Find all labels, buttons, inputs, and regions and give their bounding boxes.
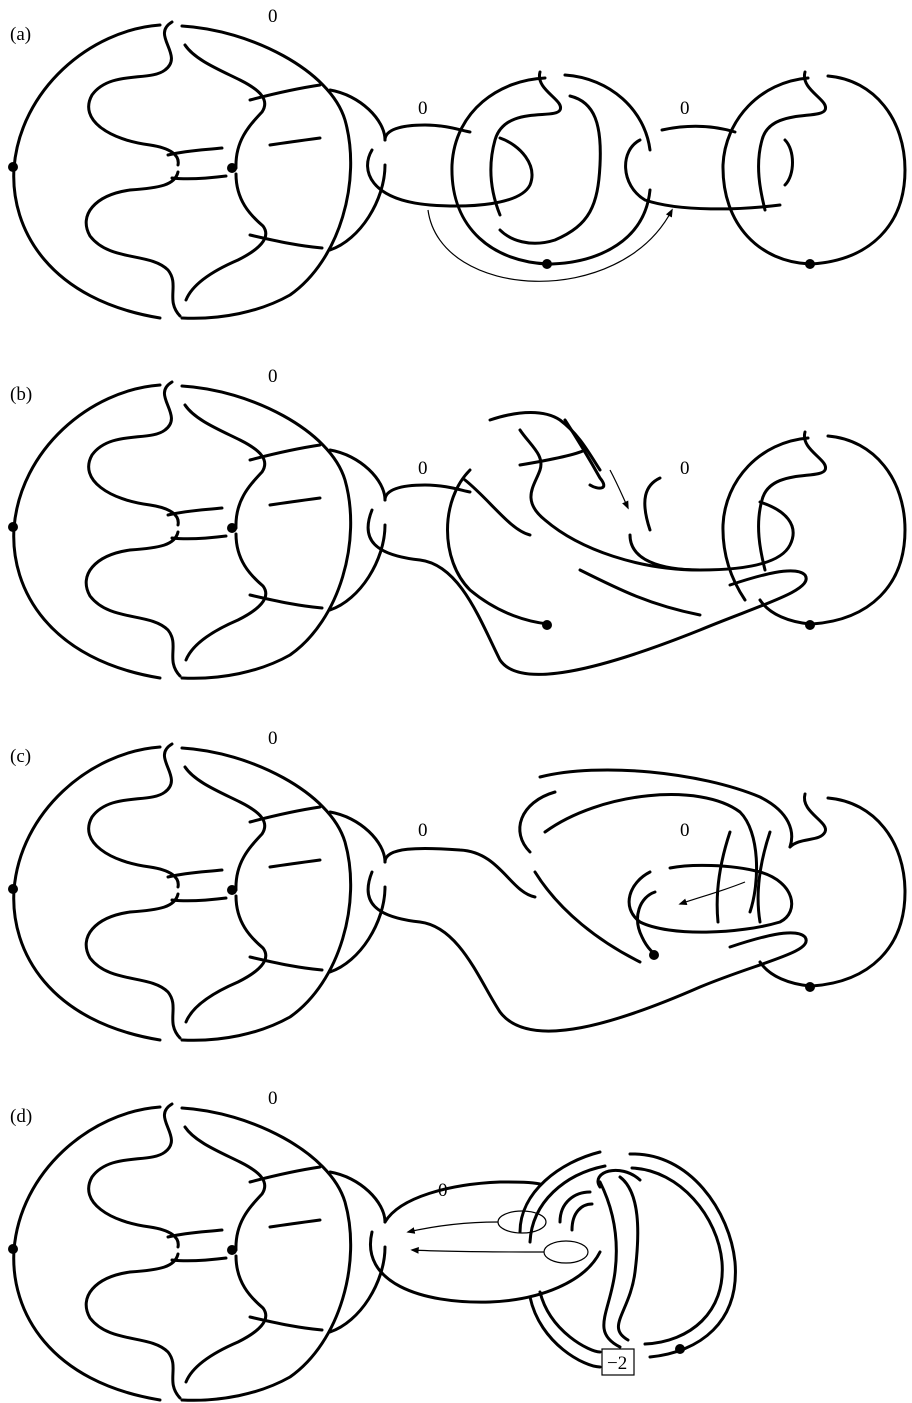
- panel-b-label: (b): [10, 384, 32, 405]
- dotted-circle-marker: [227, 885, 237, 895]
- dotted-circle-marker: [8, 1244, 18, 1254]
- knot-strand: [385, 848, 535, 897]
- knot-strand: [717, 832, 730, 922]
- panel-a: (a) 0 0 0: [8, 6, 905, 318]
- knot-strand: [618, 1177, 637, 1340]
- knot-strand: [662, 126, 735, 132]
- framing-label: 0: [418, 98, 428, 119]
- knot-strand: [520, 430, 700, 570]
- knot-strand: [629, 865, 792, 932]
- knot-strand: [630, 1154, 735, 1357]
- panel-c: (c) 0 0 0: [8, 728, 905, 1040]
- knot-strand: [572, 1204, 592, 1230]
- left-component: [14, 382, 351, 678]
- framing-label: 0: [680, 98, 690, 119]
- knot-strand: [520, 792, 555, 852]
- knot-strand: [385, 1182, 540, 1222]
- framing-label: 0: [268, 366, 278, 387]
- knot-strand: [330, 812, 385, 862]
- knot-strand: [330, 450, 385, 500]
- dotted-circle-marker: [8, 522, 18, 532]
- panel-a-label: (a): [10, 24, 31, 45]
- framing-label: 0: [680, 458, 690, 479]
- handle-slide-arrow: [408, 1222, 498, 1232]
- dotted-circle-marker: [542, 620, 552, 630]
- knot-strand: [552, 190, 650, 264]
- panel-b: (b) 0 0 0: [8, 366, 905, 678]
- knot-strand: [565, 75, 650, 150]
- knot-strand: [645, 478, 660, 530]
- knot-strand: [330, 887, 385, 972]
- handle-slide-arrow: [412, 1250, 544, 1252]
- linking-circle: [544, 1241, 588, 1263]
- knot-strand: [368, 872, 806, 1031]
- knot-strand: [580, 570, 700, 615]
- knot-strand: [759, 432, 826, 570]
- framing-label: 0: [418, 820, 428, 841]
- dotted-circle-marker: [805, 259, 815, 269]
- dotted-circle-marker: [805, 982, 815, 992]
- knot-strand: [465, 480, 530, 535]
- knot-strand: [330, 90, 385, 140]
- panel-c-label: (c): [10, 746, 31, 767]
- knot-strand: [491, 72, 561, 215]
- dotted-circle-marker: [805, 620, 815, 630]
- knot-strand: [368, 138, 532, 206]
- knot-strand: [600, 1182, 620, 1347]
- handle-slide-arrow: [610, 470, 628, 508]
- dotted-circle-marker: [542, 259, 552, 269]
- handle-slide-arrow: [680, 882, 745, 904]
- knot-strand: [630, 502, 793, 570]
- dotted-circle-marker: [8, 162, 18, 172]
- framing-label: 0: [268, 6, 278, 27]
- dotted-circle-marker: [227, 1245, 237, 1255]
- dotted-circle-marker: [227, 523, 237, 533]
- panel-d-label: (d): [10, 1106, 32, 1127]
- dotted-circle-marker: [8, 884, 18, 894]
- knot-strand: [759, 72, 826, 210]
- dotted-circle-marker: [227, 163, 237, 173]
- knot-strand: [330, 165, 385, 250]
- knot-strand: [760, 962, 810, 986]
- left-component: [14, 22, 351, 318]
- knot-strand: [758, 832, 770, 922]
- knot-strand: [535, 872, 640, 962]
- framing-label: 0: [418, 458, 428, 479]
- framing-label: 0: [268, 728, 278, 749]
- knot-strand: [785, 140, 793, 185]
- left-component: [14, 1104, 351, 1400]
- framing-label: 0: [680, 820, 690, 841]
- knot-strand: [790, 794, 826, 847]
- panel-d: (d) 0 0 −2: [8, 1088, 735, 1400]
- knot-strand: [330, 525, 385, 610]
- knot-strand: [723, 78, 810, 264]
- knot-strand: [520, 450, 585, 465]
- framing-label: 0: [268, 1088, 278, 1109]
- dotted-circle-marker: [675, 1344, 685, 1354]
- knot-strand: [540, 1292, 600, 1352]
- left-component: [14, 744, 351, 1040]
- twist-box-label: −2: [607, 1353, 627, 1374]
- knot-strand: [530, 1166, 605, 1242]
- dotted-circle-marker: [649, 950, 659, 960]
- knot-strand: [370, 1232, 600, 1302]
- knot-strand: [452, 78, 548, 264]
- knot-strand: [330, 1247, 385, 1332]
- knot-strand: [598, 1170, 640, 1187]
- knot-strand: [448, 470, 549, 624]
- knot-strand: [330, 1172, 385, 1222]
